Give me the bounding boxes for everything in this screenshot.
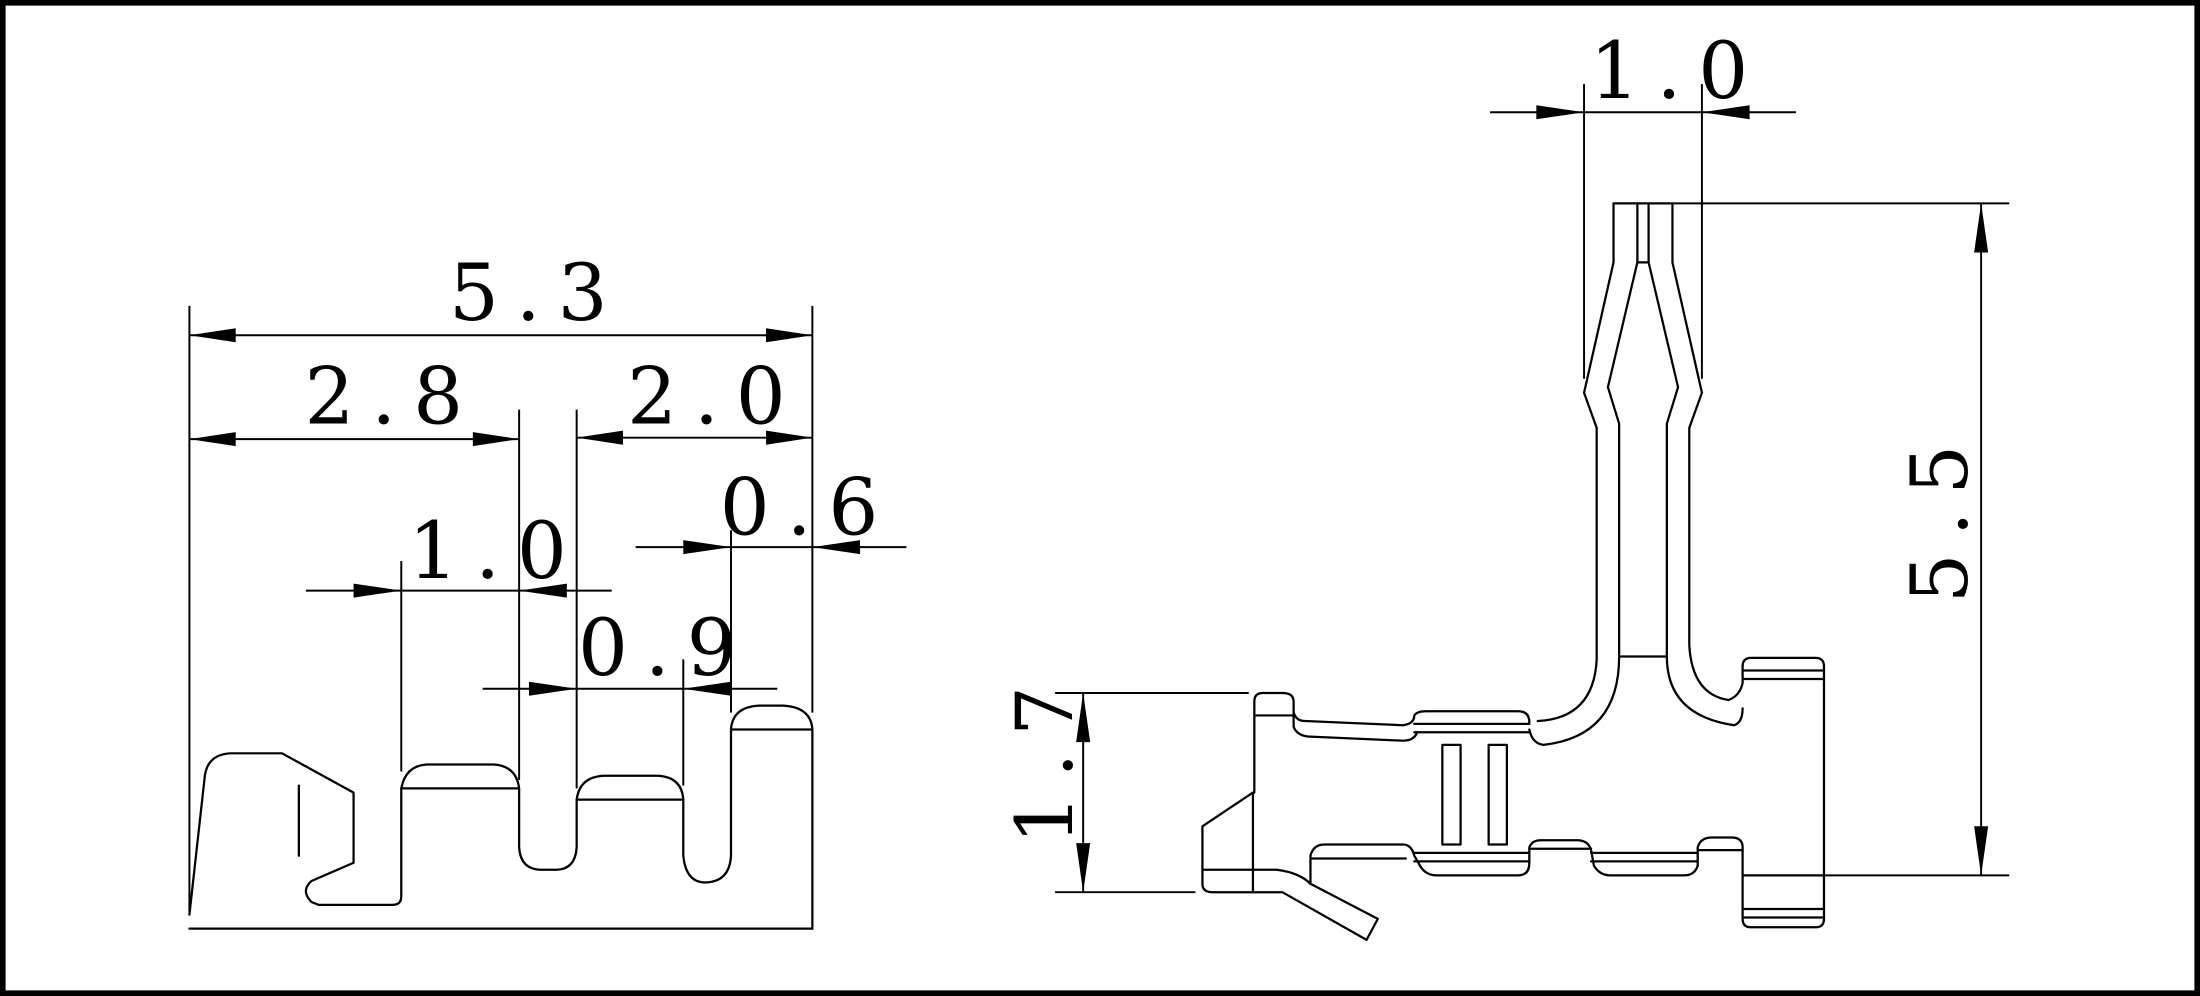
right-extension-lines [1055,84,2010,894]
label-overall-width: 5.3 [449,247,624,339]
left-part-outline [188,704,814,930]
label-inner-gap: 0.9 [578,602,753,694]
dimension-right-section: 2.0 [576,351,813,445]
label-base-height: 1.7 [999,669,1091,844]
label-end-tine: 0.6 [720,461,895,553]
dimension-height-total: 5.5 [1894,203,1989,876]
left-extension-lines [188,305,814,915]
left-view: 5.3 2.8 2.0 1.0 0.9 [188,247,907,930]
dimension-inner-gap: 0.9 [482,602,778,696]
dimension-overall-width: 5.3 [189,247,813,343]
pin-outline [1528,202,1744,747]
dimension-tine-pitch: 1.0 [305,505,612,598]
label-height-total: 5.5 [1894,428,1986,603]
right-view: 1.0 5.5 1.7 [999,25,2010,942]
label-pin-width: 1.0 [1590,25,1765,117]
dimension-base-height: 1.7 [999,669,1091,893]
terminal-body-outline [1201,656,1826,942]
dimension-left-section: 2.8 [189,351,520,447]
label-left-section: 2.8 [304,351,479,443]
dimension-end-tine: 0.6 [635,461,907,555]
label-right-section: 2.0 [627,351,802,443]
dimension-pin-width: 1.0 [1490,25,1796,120]
label-tine-pitch: 1.0 [408,505,583,597]
